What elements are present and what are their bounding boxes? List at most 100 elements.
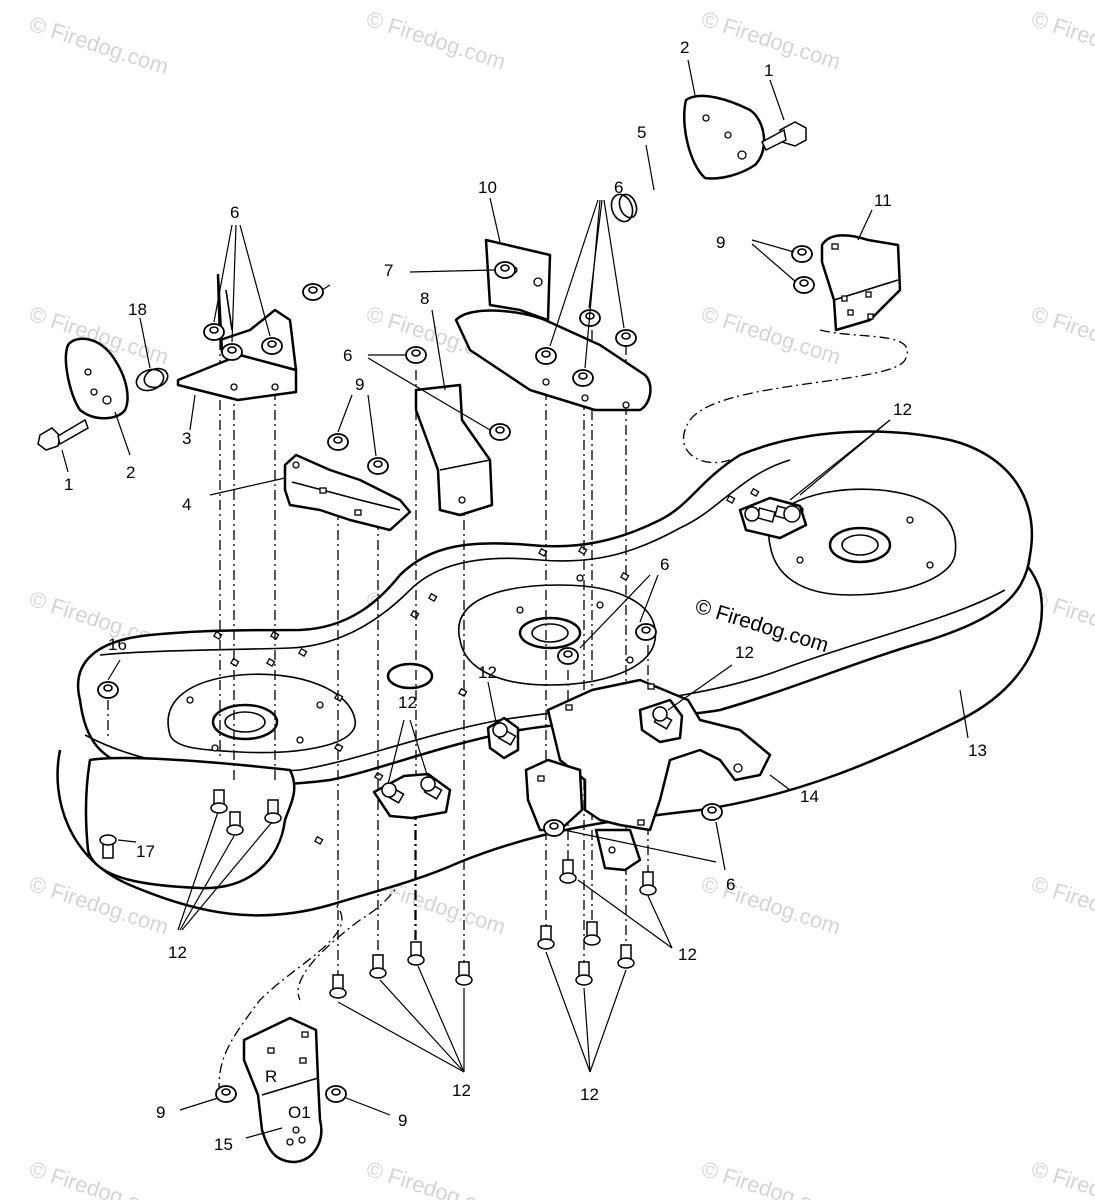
- nut: [325, 1085, 347, 1103]
- bolt: [617, 944, 635, 969]
- bracket-4: [283, 453, 412, 532]
- callout-16: 16: [108, 635, 127, 654]
- callout-12: 12: [168, 943, 187, 962]
- callout-2: 2: [126, 463, 135, 482]
- watermark: © Firedog.com: [1028, 301, 1095, 369]
- callout-6: 6: [343, 346, 352, 365]
- nut: [215, 1085, 237, 1103]
- bolt: [407, 941, 425, 966]
- watermark: © Firedog.com: [698, 1156, 843, 1200]
- watermark: © Firedog.com: [363, 6, 508, 74]
- bolt: [226, 811, 244, 836]
- callout-10: 10: [478, 178, 497, 197]
- callout-6: 6: [726, 875, 735, 894]
- bolt: [455, 961, 473, 986]
- nut: [494, 261, 516, 279]
- bracket-10: [454, 238, 652, 412]
- bolt: [264, 799, 282, 824]
- bolt: [492, 722, 517, 746]
- bolt: [537, 925, 555, 950]
- nut: [261, 337, 283, 355]
- callout-8: 8: [420, 289, 429, 308]
- bracket-8: [414, 383, 494, 517]
- callout-12: 12: [893, 400, 912, 419]
- watermark: © Firedog.com: [698, 871, 843, 939]
- bolt: [99, 834, 117, 859]
- nut: [572, 369, 594, 387]
- callout-12: 12: [478, 663, 497, 682]
- watermark: © Firedog.com: [26, 11, 171, 79]
- watermark: © Firedog.com: [1028, 871, 1095, 939]
- callout-17: 17: [136, 842, 155, 861]
- bolt: [329, 974, 347, 999]
- callout-15: 15: [214, 1135, 233, 1154]
- nut: [221, 343, 243, 361]
- callout-1: 1: [64, 475, 73, 494]
- bracket-14: [524, 678, 772, 872]
- spring-right: [610, 193, 634, 223]
- nut: [405, 346, 427, 364]
- nut: [97, 681, 119, 699]
- nut: [543, 819, 565, 837]
- spring-left: [135, 368, 165, 392]
- nut: [793, 276, 815, 294]
- nut: [489, 423, 511, 441]
- bolt: [381, 782, 405, 804]
- bolt: [559, 859, 577, 884]
- bolt: [575, 961, 593, 986]
- callout-13: 13: [968, 741, 987, 760]
- callout-14: 14: [800, 787, 819, 806]
- watermark: © Firedog.com: [1028, 1156, 1095, 1200]
- bracket-15: R O1: [242, 1016, 323, 1164]
- hex-bolts: [99, 496, 808, 999]
- callout-9: 9: [716, 233, 725, 252]
- callout-12: 12: [580, 1085, 599, 1104]
- adjust-plate-left: [64, 337, 129, 420]
- nut: [557, 647, 579, 665]
- callout-2: 2: [680, 38, 689, 57]
- bolt: [420, 776, 443, 800]
- nut: [635, 623, 657, 641]
- callout-3: 3: [182, 429, 191, 448]
- left-height-adjust-assembly: [37, 273, 298, 451]
- watermark: © Firedog.com: [26, 1156, 171, 1200]
- nut: [701, 803, 723, 821]
- bolt: [639, 871, 657, 896]
- nut: [367, 457, 389, 475]
- callout-11: 11: [874, 191, 892, 210]
- mower-deck-housing: [56, 430, 1044, 917]
- callout-7: 7: [384, 261, 393, 280]
- adjust-plate-right: [682, 94, 766, 180]
- leader-lines: [61, 59, 969, 1139]
- nut: [302, 283, 324, 301]
- flange-nuts: [97, 245, 815, 1103]
- nut: [615, 329, 637, 347]
- callout-12: 12: [678, 945, 697, 964]
- callout-18: 18: [128, 300, 147, 319]
- bolt: [652, 706, 673, 730]
- callout-numbers: 1 1 2 2 3 4 5 6 6 6 6 6 7 8 9 9 9 9 10 1…: [64, 38, 987, 1154]
- bolt: [210, 789, 228, 814]
- callout-12: 12: [398, 693, 417, 712]
- watermark: © Firedog.com: [363, 1156, 508, 1200]
- callout-12: 12: [452, 1081, 471, 1100]
- bolt: [774, 505, 801, 523]
- callout-1: 1: [764, 61, 773, 80]
- callout-6: 6: [230, 203, 239, 222]
- bracket-mark: R: [265, 1067, 277, 1086]
- plate-mark: O1: [288, 1103, 311, 1122]
- watermark: © Firedog.com: [698, 301, 843, 369]
- bolt: [369, 954, 387, 979]
- right-height-adjust-assembly: [610, 94, 807, 223]
- shoulder-bolt-right: [761, 121, 807, 152]
- callout-6: 6: [614, 178, 623, 197]
- callout-9: 9: [398, 1111, 407, 1130]
- nut: [203, 323, 225, 341]
- callout-12: 12: [735, 643, 754, 662]
- bolt: [583, 921, 601, 946]
- callout-9: 9: [156, 1103, 165, 1122]
- callout-4: 4: [182, 495, 191, 514]
- nut: [535, 347, 557, 365]
